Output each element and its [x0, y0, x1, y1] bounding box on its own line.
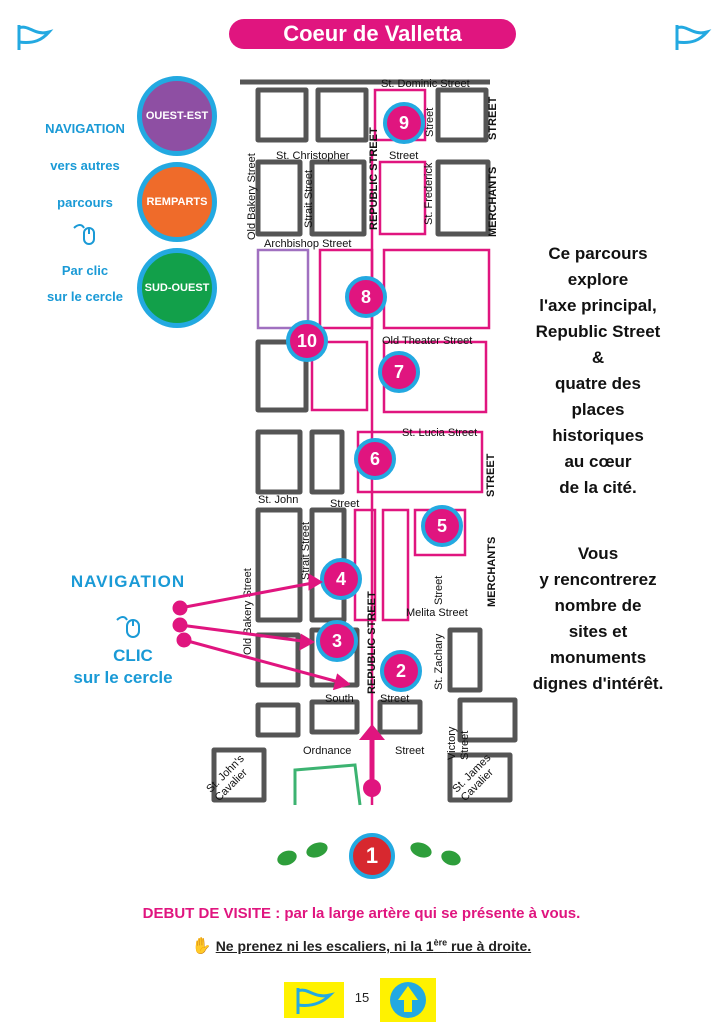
street-label: STREET: [485, 453, 497, 497]
nav-text: parcours: [57, 195, 113, 210]
stop-6-button[interactable]: 6: [354, 438, 396, 480]
warning-line: ✋ Ne prenez ni les escaliers, ni la 1ère…: [0, 936, 723, 956]
street-label: Street: [459, 730, 471, 760]
stop-2-button[interactable]: 2: [380, 650, 422, 692]
pointer-lines: [172, 573, 350, 690]
street-label: REPUBLIC STREET: [366, 591, 378, 694]
description-line: dignes d'intérêt.: [532, 674, 664, 693]
flag-icon[interactable]: [672, 22, 712, 52]
street-label: Old Theater Street: [382, 335, 473, 347]
street-label: St. Dominic Street: [381, 78, 470, 90]
stop-3-button[interactable]: 3: [316, 620, 358, 662]
street-label: South: [325, 693, 354, 705]
mouse-icon: [73, 224, 95, 245]
street-label: REPUBLIC STREET: [368, 127, 380, 230]
warning-text-end: rue à droite.: [447, 938, 532, 954]
stop-5-button[interactable]: 5: [421, 505, 463, 547]
route-description-2: Vous y rencontrerez nombre de sites et m…: [528, 541, 668, 697]
description-line: sites et: [568, 622, 628, 641]
start-instruction: DEBUT DE VISITE : par la large artère qu…: [142, 905, 581, 922]
stop-8-button[interactable]: 8: [345, 276, 387, 318]
description-line: Republic Street: [535, 322, 661, 341]
street-label: Street: [395, 745, 425, 757]
stop-4-button[interactable]: 4: [320, 558, 362, 600]
street-label: St. Lucia Street: [402, 427, 478, 439]
flag-home-button[interactable]: [284, 982, 344, 1018]
hand-stop-icon: ✋: [191, 938, 212, 955]
stop-1-button[interactable]: 1: [349, 833, 395, 879]
footprints-icon: [410, 842, 461, 866]
description-line: y rencontrerez: [539, 570, 657, 589]
next-up-button[interactable]: [380, 978, 436, 1022]
nav-heading: NAVIGATION: [45, 121, 125, 136]
footprints-icon: [277, 842, 328, 866]
flag-icon[interactable]: [14, 22, 54, 52]
description-line: &: [591, 348, 605, 367]
street-label: St. Zachary: [433, 633, 445, 690]
flag-icon: [296, 988, 335, 1014]
street-label: MERCHANTS: [487, 166, 499, 237]
street-label: Street: [380, 693, 410, 705]
description-line: au cœur: [564, 452, 632, 471]
route-remparts-button[interactable]: REMPARTS: [137, 162, 217, 242]
route-ouest-est-button[interactable]: OUEST-EST: [137, 76, 217, 156]
street-label: Street: [330, 498, 360, 510]
description-line: de la cité.: [559, 478, 637, 497]
street-label: St. John: [258, 494, 299, 506]
mouse-icon: [116, 616, 140, 638]
description-line: monuments: [549, 648, 647, 667]
street-label: Street: [433, 575, 445, 605]
nav-heading: NAVIGATION: [70, 572, 186, 591]
arrow-up-icon: [390, 982, 426, 1018]
street-label: Melita Street: [406, 607, 468, 619]
description-line: historiques: [552, 426, 644, 445]
street-label: Victory: [446, 726, 458, 760]
route-arrow-icon: [359, 724, 385, 797]
street-label: STREET: [487, 96, 499, 140]
description-line: explore: [567, 270, 629, 289]
street-label: Street: [389, 150, 419, 162]
street-label: St. Christopher: [276, 150, 350, 162]
street-label: Strait Street: [303, 169, 315, 228]
nav-text: sur le cercle: [47, 289, 123, 304]
route-description: Ce parcours explore l'axe principal, Rep…: [528, 241, 668, 501]
route-sud-ouest-button[interactable]: SUD-OUEST: [137, 248, 217, 328]
warning-sup: ère: [433, 937, 448, 948]
street-label: Ordnance: [303, 745, 352, 757]
description-line: Ce parcours: [548, 244, 648, 263]
description-line: nombre de: [554, 596, 642, 615]
nav-text: vers autres: [50, 158, 120, 173]
stop-10-button[interactable]: 10: [286, 320, 328, 362]
page-title: Coeur de Valletta: [229, 19, 516, 49]
street-label: Archbishop Street: [264, 238, 352, 250]
description-line: l'axe principal,: [539, 296, 657, 315]
page-number: 15: [354, 990, 370, 1005]
street-label: St. Frederick: [423, 162, 435, 225]
stop-9-button[interactable]: 9: [383, 102, 425, 144]
street-label: MERCHANTS: [486, 536, 498, 607]
description-line: quatre des places: [555, 374, 641, 419]
street-label: Old Bakery Street: [246, 153, 258, 240]
street-label: Street: [424, 107, 436, 137]
clic-sub-label: sur le cercle: [73, 668, 173, 687]
street-map: [211, 79, 518, 806]
stop-7-button[interactable]: 7: [378, 351, 420, 393]
description-line: Vous: [577, 544, 619, 563]
warning-text: Ne prenez ni les escaliers, ni la 1: [215, 938, 434, 954]
clic-label: CLIC: [113, 646, 153, 665]
nav-text: Par clic: [61, 263, 109, 278]
